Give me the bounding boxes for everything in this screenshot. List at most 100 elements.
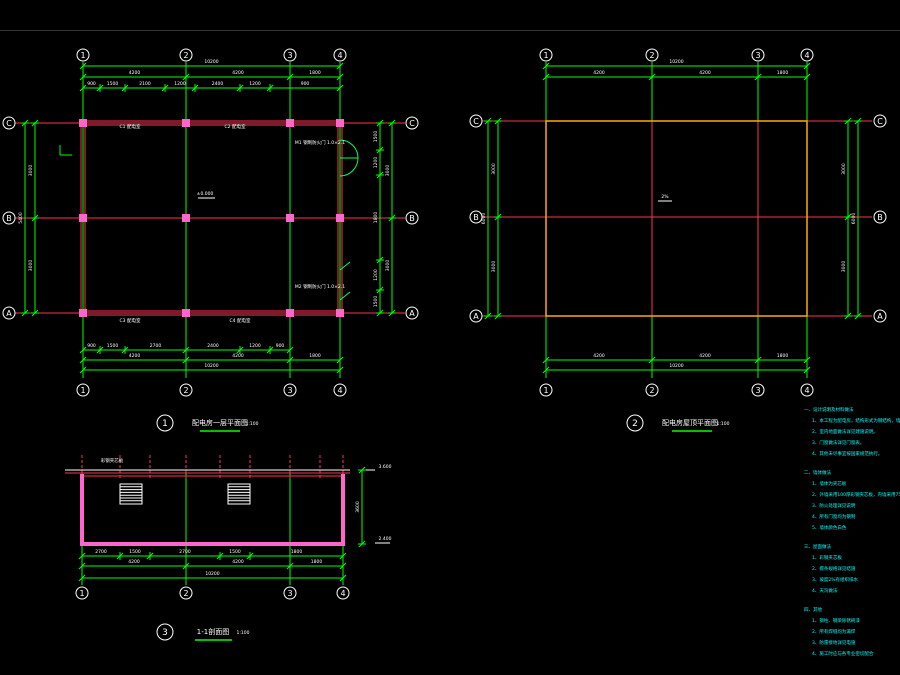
note-roof-item: 1、彩钢夹芯板 xyxy=(812,554,842,561)
plan2-dim-bottom-spans-text: 4200 xyxy=(699,353,711,359)
plan2-row-bubble-left-label: B xyxy=(473,213,479,222)
plan1-col-bubble-bottom-circle xyxy=(333,383,347,397)
note-design-item: 3、门窗做法详见门窗表。 xyxy=(812,439,864,446)
plan1-door-leaf xyxy=(339,261,351,301)
note-other-item: 2、所有焊缝均为满焊 xyxy=(812,628,856,635)
section-col-bubble-label: 3 xyxy=(287,589,292,598)
plan1-dim-bottom-detail-text: 900 xyxy=(276,343,285,349)
section-louver-frame xyxy=(227,483,251,505)
plan1-dim-right-detail-text: 1500 xyxy=(373,131,379,143)
plan1-title: 配电房一层平面图 xyxy=(192,418,248,427)
plan2-col-bubble-bottom-label: 4 xyxy=(804,386,809,395)
note-design-item: 2、室内地面做法详见建施说明。 xyxy=(812,428,878,435)
plan2-row-bubble-left-circle xyxy=(469,114,483,128)
plan1-dim-top-spans-text: 4200 xyxy=(129,70,141,76)
plan2-row-bubble-left-circle xyxy=(469,210,483,224)
plan2-title-index: 2 xyxy=(632,419,638,429)
plan1-row-bubble-right-circle xyxy=(405,116,419,130)
plan2-row-bubble-left-label: A xyxy=(473,312,479,321)
plan2-dim-top-spans-text: 4200 xyxy=(699,70,711,76)
plan1-title-index: 1 xyxy=(162,419,168,429)
note-design-title: 一、设计说明及材料做法 xyxy=(804,406,854,413)
plan1-steel-column xyxy=(336,309,344,317)
plan1-dim-top-spans-text: 1800 xyxy=(309,70,321,76)
plan1-dim-top-spans-text: 4200 xyxy=(232,70,244,76)
note-wall-item: 1、墙体为夹芯板 xyxy=(812,480,847,487)
plan2-dim-right-text: 3000 xyxy=(841,261,847,273)
section-wall-outline xyxy=(81,475,344,545)
plan1-steel-column xyxy=(182,309,190,317)
plan2-dim-top-total-text: 10200 xyxy=(669,59,683,65)
section-dim-bottom-total-text: 10200 xyxy=(205,571,219,577)
plan2-roof-outline xyxy=(545,120,808,317)
plan1-dim-right-detail-text: 1500 xyxy=(373,296,379,308)
plan1-row-bubble-left-label: A xyxy=(6,309,12,318)
note-other-item: 1、钢柱、钢梁除锈刷漆 xyxy=(812,617,860,624)
section-title-index: 3 xyxy=(162,628,168,638)
plan1-window-label: C1 配电室 xyxy=(120,123,141,130)
plan2-col-bubble-top-label: 1 xyxy=(543,51,548,60)
section-col-bubble-label: 2 xyxy=(183,589,188,598)
plan1-dim-top-detail-text: 1200 xyxy=(174,81,186,87)
plan1-dim-left-text: 3000 xyxy=(28,165,34,177)
plan1-row-bubble-left-label: B xyxy=(6,214,12,223)
plan1-col-bubble-bottom-label: 1 xyxy=(80,386,85,395)
plan2-col-bubble-top-circle xyxy=(645,48,659,62)
plan1-dim-bottom-detail-text: 2700 xyxy=(150,343,162,349)
note-other-item: 4、施工时应与各专业密切配合 xyxy=(812,650,874,657)
section-dim-bottom-spans-text: 4200 xyxy=(128,559,140,565)
plan2-row-bubble-left-label: C xyxy=(473,117,479,126)
plan1-elevation: ±0.000 xyxy=(197,191,214,197)
plan1-col-bubble-bottom-circle xyxy=(76,383,90,397)
section-dim-bottom-detail-text: 1800 xyxy=(291,549,303,555)
plan1-steel-column xyxy=(336,214,344,222)
plan1-steel-column xyxy=(79,309,87,317)
plan1-dim-right-detail-text: 1200 xyxy=(373,157,379,169)
plan2-col-bubble-bottom-circle xyxy=(645,383,659,397)
note-wall-item: 5、墙体颜色白色 xyxy=(812,524,847,531)
note-other-title: 四、其他 xyxy=(804,606,822,613)
plan1-col-bubble-top-circle xyxy=(333,48,347,62)
section-col-bubble-circle xyxy=(179,586,193,600)
plan1-dim-bottom-total-text: 10200 xyxy=(204,363,218,369)
plan1-door-arc xyxy=(339,139,359,159)
section-title: 1-1剖面图 xyxy=(197,627,229,636)
plan2-col-bubble-top-circle xyxy=(751,48,765,62)
plan2-row-bubble-right-label: A xyxy=(877,312,883,321)
plan2-dim-bottom-spans-text: 1800 xyxy=(777,353,789,359)
note-roof-item: 4、天沟做法 xyxy=(812,587,838,594)
plan1-dim-top-detail-text: 900 xyxy=(87,81,96,87)
plan2-dim-right-text: 3000 xyxy=(841,163,847,175)
plan2-col-bubble-top-label: 2 xyxy=(649,51,654,60)
section-dim-bottom-spans-text: 4200 xyxy=(232,559,244,565)
plan2-dim-bottom-total-text: 10200 xyxy=(669,363,683,369)
section-elev-top: 3.600 xyxy=(379,464,392,470)
plan1-steel-column xyxy=(79,119,87,127)
plan1-dim-bottom-spans-text: 4200 xyxy=(129,353,141,359)
section-col-bubble-label: 1 xyxy=(79,589,84,598)
plan1-dim-top-total-text: 10200 xyxy=(204,59,218,65)
plan1-dim-top-detail-text: 1200 xyxy=(249,81,261,87)
section-column xyxy=(341,474,345,544)
plan1-col-bubble-top-circle xyxy=(76,48,90,62)
plan2-col-bubble-bottom-label: 3 xyxy=(755,386,760,395)
plan1-window-label: C3 配电室 xyxy=(120,317,141,324)
plan1-row-bubble-right-label: C xyxy=(409,119,415,128)
section-floor-slab xyxy=(80,542,345,546)
plan1-dim-top-detail-text: 1500 xyxy=(107,81,119,87)
section-roof-note: 彩钢夹芯板 xyxy=(101,457,124,464)
plan1-dim-bottom-detail-text: 2400 xyxy=(207,343,219,349)
section-col-bubble-circle xyxy=(283,586,297,600)
note-design-item: 1、本工程为配电房，结构形式为钢结构，墙体为彩钢夹芯板。 xyxy=(812,417,900,424)
plan1-col-bubble-bottom-circle xyxy=(179,383,193,397)
plan1-col-bubble-top-circle xyxy=(283,48,297,62)
plan1-door-arc xyxy=(339,157,359,177)
plan2-row-bubble-right-label: B xyxy=(877,213,883,222)
note-wall-item: 4、所有门窗均为钢制 xyxy=(812,513,856,520)
section-dim-bottom-detail-text: 1500 xyxy=(129,549,141,555)
note-design-item: 4、其他未尽事宜按国家规范执行。 xyxy=(812,450,882,457)
plan1-dim-left-text: 3000 xyxy=(28,260,34,272)
plan1-steel-column xyxy=(79,214,87,222)
plan2-dim-bottom-spans-text: 4200 xyxy=(593,353,605,359)
